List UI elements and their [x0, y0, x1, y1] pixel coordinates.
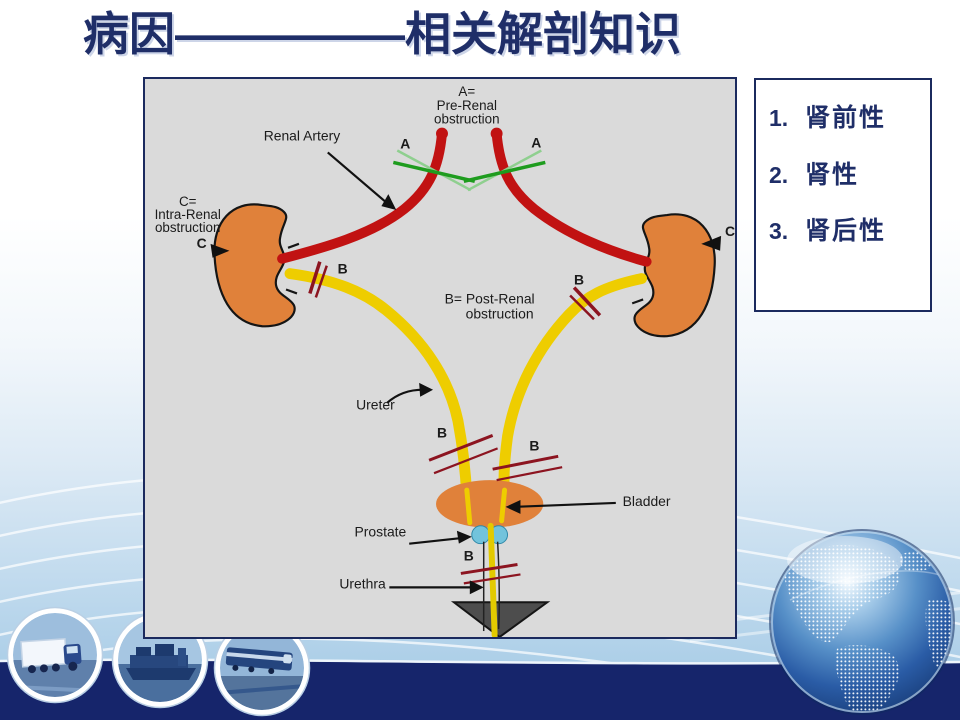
urethra-shape: [487, 522, 498, 637]
bladder-shape: [436, 480, 544, 528]
anatomy-figure: A= Pre-Renal obstruction Renal Artery C=…: [143, 77, 737, 639]
anatomy-diagram: A= Pre-Renal obstruction Renal Artery C=…: [155, 84, 735, 637]
ureter-tip-left: [464, 487, 473, 526]
marker-c-right: C: [725, 223, 735, 239]
marker-b-urethra: B: [464, 548, 474, 564]
photo-circle-train: [213, 619, 311, 717]
list-item-label: 肾后性: [805, 217, 887, 245]
globe-image: [769, 529, 955, 715]
list-item-label: 肾性: [805, 160, 860, 189]
marker-a-left: A: [400, 136, 410, 152]
ureter-left: [284, 268, 473, 503]
list-item-number: 1.: [769, 105, 789, 131]
list-item-label: 肾前性: [805, 104, 887, 132]
list-item: 1. 肾前性: [769, 104, 926, 133]
external-meatus-triangle: [450, 601, 551, 637]
urethra-outline-right: [496, 541, 500, 630]
clamp-b-left-kidney: [308, 261, 328, 298]
label-pre-renal-2: Pre-Renal: [437, 98, 497, 113]
page-title: 病因—————相关解剖知识: [83, 8, 681, 60]
label-pre-renal-3: obstruction: [434, 112, 500, 127]
ship-image: [126, 644, 196, 680]
clamp-a-left: [392, 149, 476, 192]
truck-image: [20, 637, 82, 674]
clamp-b-urethra: [460, 563, 521, 585]
renal-artery-right: [490, 127, 652, 267]
label-prostate: Prostate: [355, 524, 407, 540]
etiology-list-panel: 1. 肾前性 2. 肾性 3. 肾后性: [754, 78, 932, 312]
annotation-arrows: [210, 151, 722, 595]
label-bladder: Bladder: [623, 493, 671, 509]
label-pre-renal-1: A=: [458, 84, 475, 99]
marker-a-right: A: [531, 135, 541, 151]
marker-c-left: C: [197, 235, 207, 251]
list-item: 3. 肾后性: [769, 217, 926, 246]
c-left-arrowhead: [210, 243, 230, 258]
label-post-renal-1: B= Post-Renal: [445, 290, 535, 306]
c-right-arrowhead: [701, 235, 722, 251]
clamp-b-left-ureter: [428, 434, 499, 475]
marker-b-left-kidney: B: [338, 261, 348, 277]
kidney-left: [213, 203, 300, 328]
marker-b-left-ureter: B: [437, 424, 447, 440]
label-renal-artery: Renal Artery: [264, 128, 341, 144]
list-item: 2. 肾性: [769, 160, 926, 190]
label-intra-renal-3: obstruction: [155, 220, 221, 235]
label-urethra: Urethra: [339, 575, 386, 591]
label-intra-renal-2: Intra-Renal: [155, 207, 221, 222]
label-intra-renal-1: C=: [179, 194, 197, 209]
renal-artery-left: [277, 127, 448, 264]
photo-circle-truck: [6, 606, 104, 704]
clamp-a-right: [463, 149, 546, 192]
train-image: [225, 647, 293, 675]
marker-b-right-ureter: B: [529, 437, 539, 453]
ureter-right: [498, 273, 648, 503]
list-item-number: 2.: [769, 161, 789, 188]
ureter-tip-right: [499, 487, 508, 524]
label-ureter: Ureter: [356, 397, 395, 413]
label-post-renal-2: obstruction: [466, 305, 534, 321]
clamp-b-right-kidney: [569, 286, 602, 321]
list-item-number: 3.: [769, 218, 789, 244]
marker-b-right-kidney: B: [574, 272, 584, 288]
prostate-shape: [471, 525, 509, 545]
clamp-b-right-ureter: [492, 454, 563, 482]
